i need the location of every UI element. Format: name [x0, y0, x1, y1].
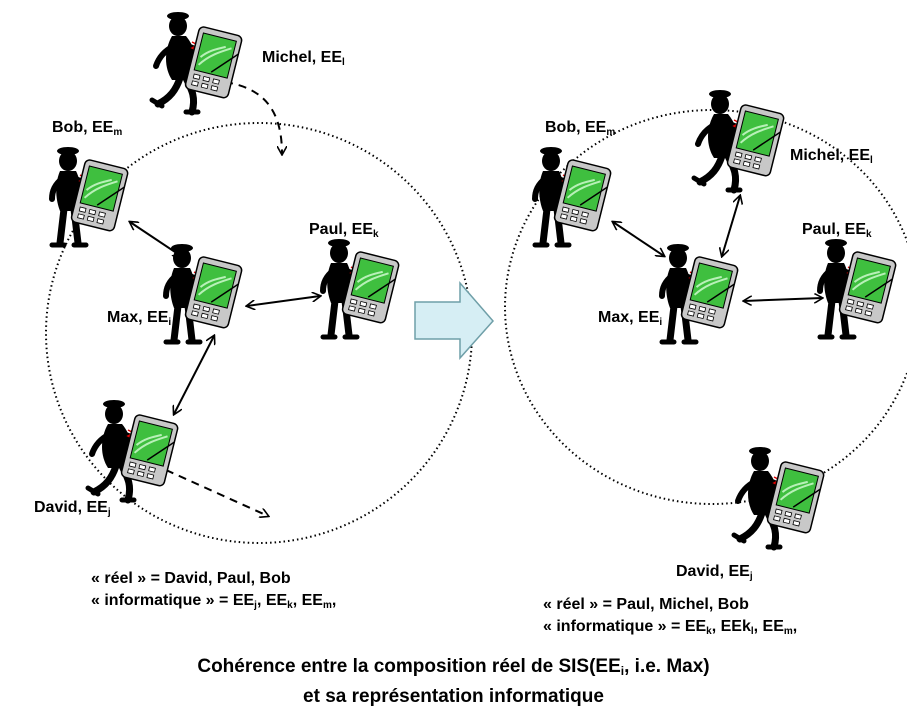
label-david-left: David, EEj: [34, 499, 111, 518]
paul-figure: [323, 239, 400, 337]
label-max-right: Max, EEi: [598, 309, 663, 328]
label-michel-right: Michel, EEl: [790, 147, 873, 166]
caption-line-2: et sa représentation informatique: [303, 686, 604, 707]
legend-left-real: « réel » = David, Paul, Bob: [91, 570, 291, 587]
max-figure-right: [662, 244, 739, 342]
bob-figure: [52, 147, 129, 245]
arrow-david-leaving: [165, 469, 268, 516]
label-paul-right: Paul, EEk: [802, 221, 872, 240]
max-figure: [166, 244, 243, 342]
figure-caption: Cohérence entre la composition réel de S…: [0, 654, 907, 709]
link-max-paul-right: [744, 298, 822, 301]
label-max-left: Max, EEi: [107, 309, 172, 328]
bob-figure-right: [535, 147, 612, 245]
link-max-david: [174, 336, 214, 414]
link-max-paul: [247, 296, 320, 306]
label-bob-left: Bob, EEm: [52, 119, 123, 138]
label-david-right: David, EEj: [676, 563, 753, 582]
david-figure-right: [734, 447, 825, 547]
legend-left: « réel » = David, Paul, Bob « informatiq…: [91, 568, 336, 617]
right-scene: [504, 90, 907, 547]
michel-figure: [152, 12, 243, 112]
arrow-michel-joining: [224, 81, 282, 154]
legend-right-real: « réel » = Paul, Michel, Bob: [543, 596, 749, 613]
label-paul-left: Paul, EEk: [309, 221, 379, 240]
legend-right-informatique: « informatique » = EEk, EEkl, EEm,: [543, 618, 798, 637]
paul-figure-right: [820, 239, 897, 337]
michel-figure-right: [694, 90, 785, 190]
david-figure: [88, 400, 179, 500]
link-bob-max-right: [613, 222, 664, 256]
label-bob-right: Bob, EEm: [545, 119, 616, 138]
transition-arrow: [414, 280, 494, 360]
legend-right: « réel » = Paul, Michel, Bob « informati…: [543, 594, 797, 643]
link-bob-max: [130, 222, 181, 256]
caption-line-1: Cohérence entre la composition réel de S…: [197, 656, 710, 678]
link-max-michel-right: [722, 196, 740, 256]
left-scene: [45, 12, 473, 544]
label-michel-left: Michel, EEl: [262, 49, 345, 68]
legend-left-informatique: « informatique » = EEj, EEk, EEm,: [91, 592, 337, 611]
